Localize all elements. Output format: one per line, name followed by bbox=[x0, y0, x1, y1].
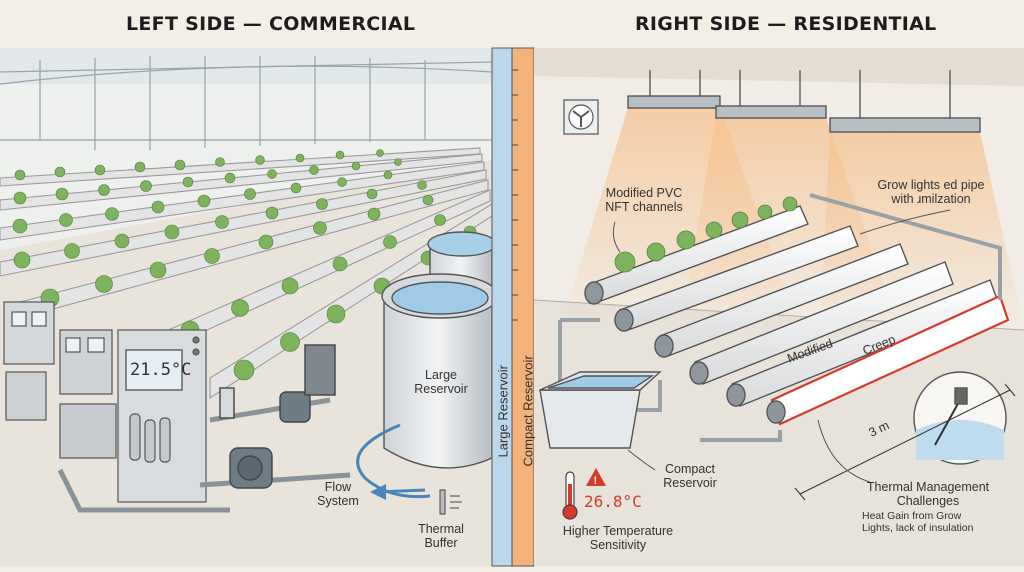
residential-temperature: 26.8°C bbox=[584, 492, 642, 511]
pvc-plants bbox=[614, 196, 798, 273]
large-reservoir-label: Large Reservoir bbox=[414, 368, 468, 396]
pvc-channels bbox=[558, 193, 1010, 442]
thermometer-icon bbox=[562, 471, 578, 520]
commercial-heading: LEFT SIDE — COMMERCIAL bbox=[126, 13, 416, 35]
flow-arrow bbox=[356, 423, 431, 500]
commercial-temperature-display: 21.5°C bbox=[130, 360, 192, 380]
grow-lights-label: Grow lights ed pipe with ɹmilzation bbox=[877, 178, 985, 206]
pump-assembly bbox=[57, 344, 351, 513]
compact-reservoir bbox=[539, 371, 662, 449]
thermal-management-label: Thermal Management Challenges bbox=[866, 480, 990, 508]
modified-pvc-label: Modified PVC NFT channels bbox=[605, 186, 683, 214]
thermal-buffer-icon bbox=[439, 489, 462, 515]
compact-reservoir-label: Compact Reservoir bbox=[663, 462, 717, 490]
svg-text:!: ! bbox=[594, 475, 598, 487]
center-divider bbox=[491, 47, 535, 567]
divider-compact-reservoir-label: Compact Reservoir bbox=[520, 355, 536, 467]
leader-lines bbox=[612, 209, 951, 483]
warning-icon: ! bbox=[586, 468, 606, 487]
control-panels bbox=[3, 301, 207, 503]
wall-vent-fan bbox=[563, 99, 599, 135]
large-reservoir-tanks bbox=[381, 231, 499, 469]
thermal-buffer-label: Thermal Buffer bbox=[418, 522, 464, 550]
heat-gain-note: Heat Gain from Grow Lights, lack of insu… bbox=[862, 510, 974, 534]
higher-temperature-label: Higher Temperature Sensitivity bbox=[562, 524, 674, 552]
detail-magnifier bbox=[913, 371, 1007, 465]
divider-large-reservoir-label: Large Reservoir bbox=[495, 365, 511, 458]
residential-heading: RIGHT SIDE — RESIDENTIAL bbox=[635, 13, 937, 35]
dimension-line bbox=[794, 383, 1016, 501]
flow-system-label: Flow System bbox=[317, 480, 359, 508]
